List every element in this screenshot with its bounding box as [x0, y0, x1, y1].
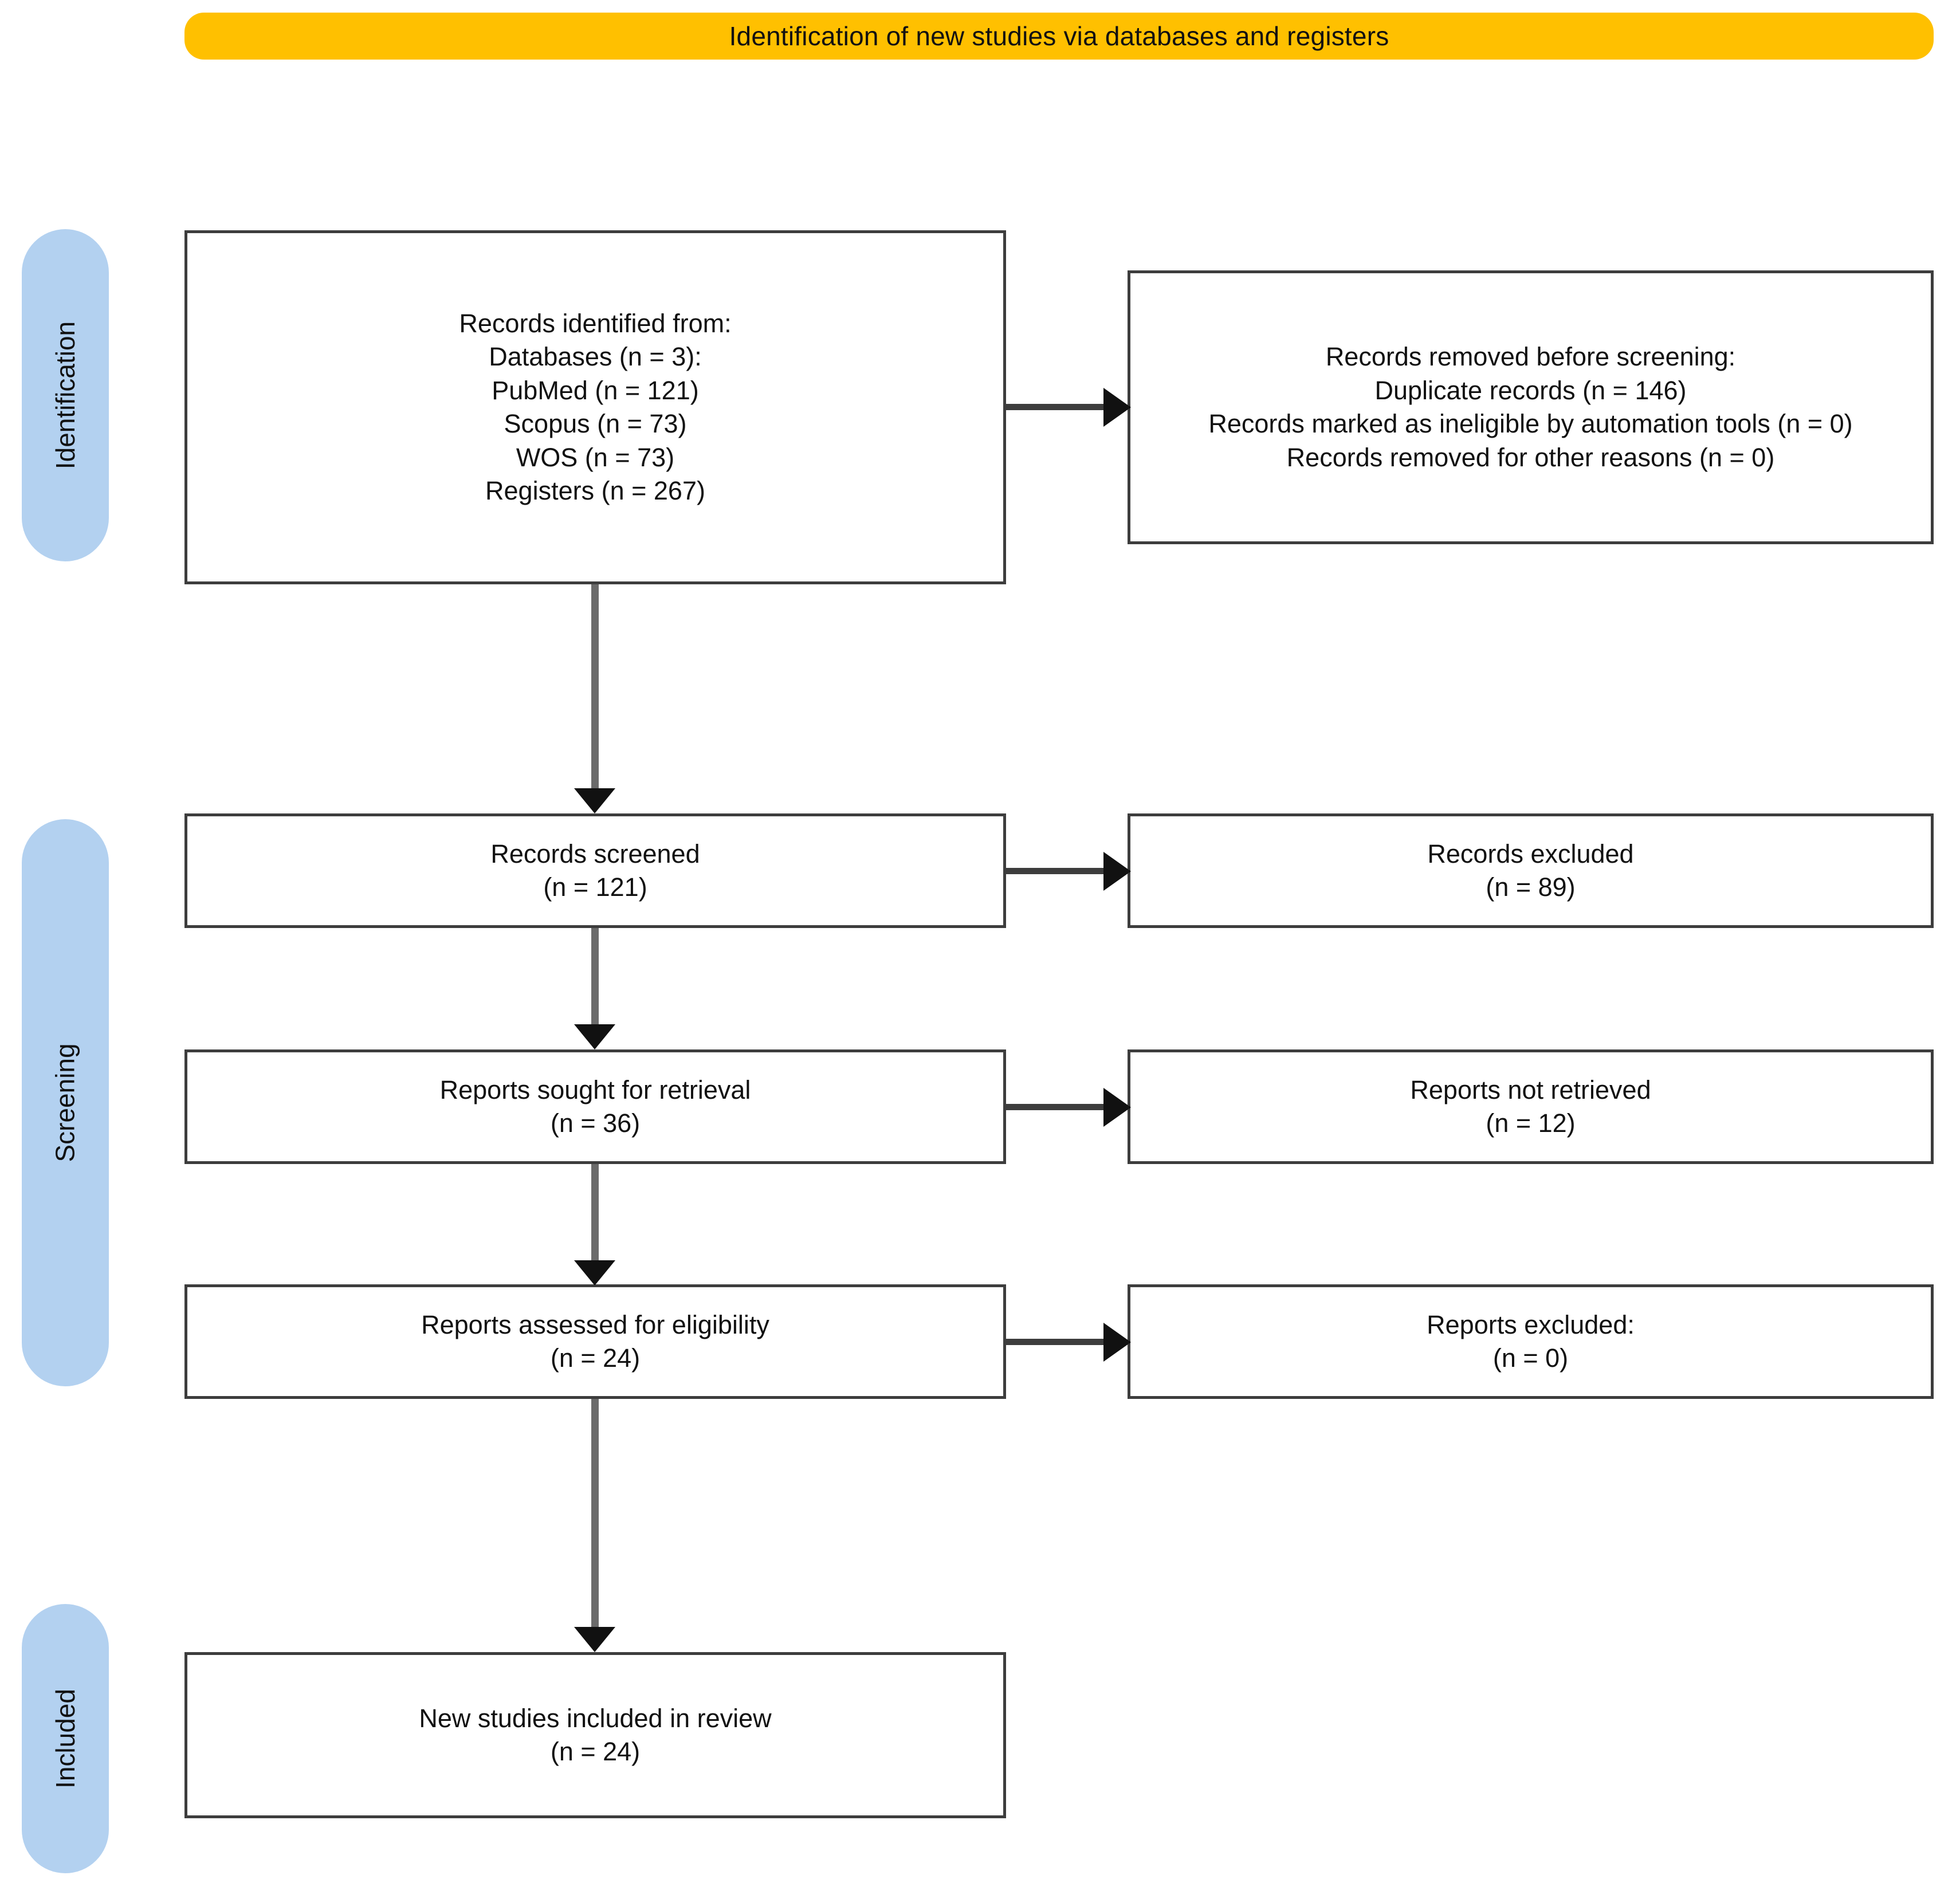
arrowhead-sought-to-not-retrieved: [1103, 1088, 1131, 1127]
box-line: (n = 36): [550, 1108, 641, 1138]
box-line: Databases (n = 3):: [489, 342, 702, 371]
arrowhead-screened-to-excluded: [1103, 852, 1131, 891]
box-new-studies-included: New studies included in review (n = 24): [184, 1652, 1006, 1818]
box-line: Records identified from:: [459, 308, 732, 338]
box-line: Reports assessed for eligibility: [421, 1310, 769, 1339]
connector-identified-to-removed: [1006, 404, 1108, 410]
box-line: (n = 12): [1486, 1108, 1576, 1138]
stage-pill-screening: Screening: [22, 819, 109, 1386]
box-line: (n = 89): [1486, 872, 1576, 902]
page-title: Identification of new studies via databa…: [729, 21, 1389, 51]
box-line: Records screened: [490, 839, 700, 868]
header-banner: Identification of new studies via databa…: [184, 13, 1934, 60]
box-line: (n = 24): [550, 1737, 641, 1766]
connector-sought-to-not-retrieved: [1006, 1104, 1108, 1110]
stage-pill-included: Included: [22, 1604, 109, 1873]
box-line: New studies included in review: [419, 1703, 772, 1733]
arrowhead-identified-to-screened: [574, 788, 615, 813]
box-line: Registers (n = 267): [485, 476, 705, 505]
box-reports-excluded: Reports excluded: (n = 0): [1128, 1284, 1934, 1399]
box-line: Reports excluded:: [1427, 1310, 1635, 1339]
box-reports-assessed-for-eligibility: Reports assessed for eligibility (n = 24…: [184, 1284, 1006, 1399]
stage-label-identification: Identification: [50, 321, 80, 470]
arrowhead-screened-to-sought: [574, 1024, 615, 1049]
box-records-excluded: Records excluded (n = 89): [1128, 813, 1934, 928]
stage-label-screening: Screening: [50, 1043, 81, 1162]
box-line: (n = 121): [543, 872, 647, 902]
stage-label-included: Included: [50, 1689, 81, 1788]
box-line: Scopus (n = 73): [504, 409, 687, 438]
connector-assessed-to-included: [591, 1399, 599, 1628]
box-records-screened: Records screened (n = 121): [184, 813, 1006, 928]
box-reports-not-retrieved: Reports not retrieved (n = 12): [1128, 1049, 1934, 1164]
box-line: WOS (n = 73): [516, 442, 675, 472]
arrowhead-assessed-to-included: [574, 1627, 615, 1652]
box-line: Records removed for other reasons (n = 0…: [1286, 442, 1775, 472]
box-records-removed-before-screening: Records removed before screening: Duplic…: [1128, 270, 1934, 544]
box-line: Records marked as ineligible by automati…: [1208, 409, 1853, 438]
box-reports-sought-for-retrieval: Reports sought for retrieval (n = 36): [184, 1049, 1006, 1164]
box-line: (n = 0): [1492, 1343, 1569, 1373]
arrowhead-sought-to-assessed: [574, 1260, 615, 1285]
connector-identified-to-screened: [591, 584, 599, 789]
connector-assessed-to-excluded: [1006, 1339, 1108, 1345]
box-line: Reports sought for retrieval: [439, 1075, 751, 1104]
box-line: Reports not retrieved: [1410, 1075, 1651, 1104]
connector-sought-to-assessed: [591, 1164, 599, 1261]
box-line: Records removed before screening:: [1325, 342, 1736, 371]
box-line: Records excluded: [1427, 839, 1634, 868]
box-line: PubMed (n = 121): [492, 375, 699, 405]
box-line: Duplicate records (n = 146): [1374, 375, 1687, 405]
connector-screened-to-excluded: [1006, 868, 1108, 874]
box-line: (n = 24): [550, 1343, 641, 1373]
box-records-identified: Records identified from: Databases (n = …: [184, 230, 1006, 584]
stage-pill-identification: Identification: [22, 229, 109, 561]
arrowhead-assessed-to-excluded: [1103, 1323, 1131, 1362]
arrowhead-identified-to-removed: [1103, 388, 1131, 427]
connector-screened-to-sought: [591, 928, 599, 1025]
